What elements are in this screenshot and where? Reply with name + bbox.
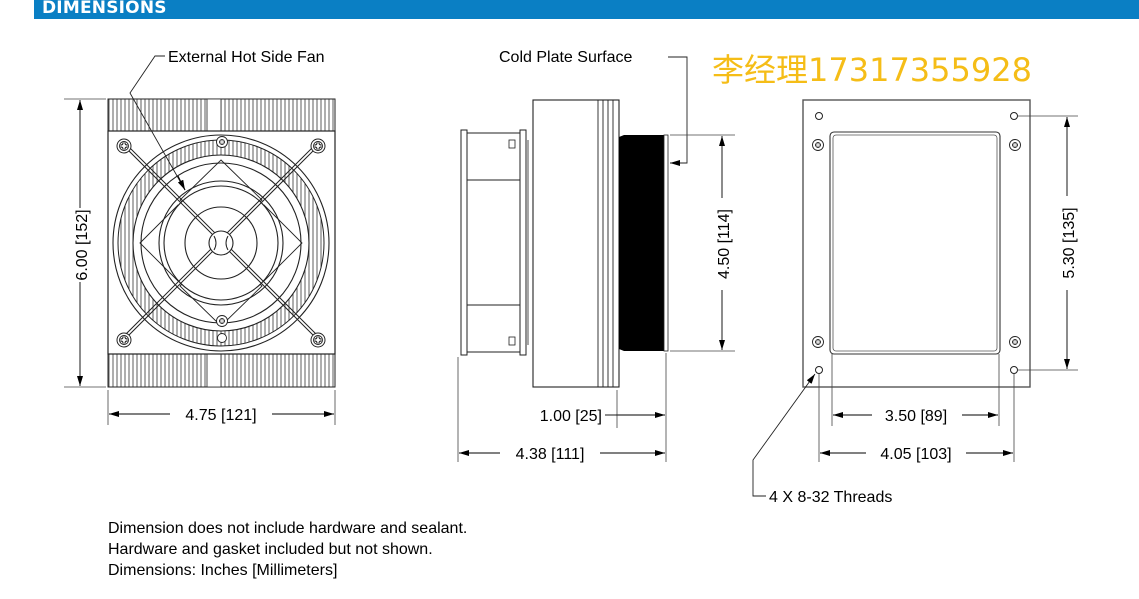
thread-hole — [1010, 112, 1018, 120]
screw-icon — [310, 332, 326, 348]
screw-icon — [812, 336, 824, 348]
screw-icon — [116, 138, 132, 154]
plate-height-dimension: 4.50 [114] — [716, 209, 733, 279]
screw-icon — [310, 138, 326, 154]
cold-plate — [619, 135, 664, 351]
hole-spacing-horizontal-dimension: 4.05 [103] — [880, 446, 951, 463]
screw-icon — [1009, 336, 1021, 348]
plate-depth-dimension: 1.00 [25] — [540, 408, 602, 425]
note-line: Hardware and gasket included but not sho… — [108, 541, 433, 558]
threads-callout-label: 4 X 8-32 Threads — [769, 489, 892, 506]
side-view: Cold Plate Surface 4.50 [114] 1.00 [25] … — [457, 49, 735, 463]
front-height-dimension: 6.00 [152] — [74, 209, 91, 280]
overall-depth-dimension: 4.38 [111] — [516, 446, 585, 463]
cold-plate-opening — [829, 131, 1001, 355]
back-view: 5.30 [135] 3.50 [89] 4.05 [103] 4 X 8-32… — [752, 99, 1078, 506]
hole-spacing-vertical-dimension: 5.30 [135] — [1061, 207, 1078, 278]
heatsink-fins-top — [107, 98, 336, 132]
note-line: Dimensions: Inches [Millimeters] — [108, 562, 338, 579]
front-width-dimension: 4.75 [121] — [185, 407, 256, 424]
front-view: External Hot Side Fan 6.00 [152] 4.75 [1… — [64, 49, 336, 425]
heatsink-body — [532, 99, 620, 388]
section-header-bar: DIMENSIONS — [34, 0, 1139, 19]
section-title: DIMENSIONS — [42, 0, 167, 18]
opening-width-dimension: 3.50 [89] — [885, 408, 947, 425]
thread-hole — [815, 366, 823, 374]
drawing-notes: Dimension does not include hardware and … — [108, 518, 467, 581]
screw-icon — [1009, 139, 1021, 151]
cold-plate-callout-label: Cold Plate Surface — [499, 49, 633, 66]
thread-hole — [1010, 366, 1018, 374]
thread-hole — [815, 112, 823, 120]
screw-icon — [216, 136, 228, 148]
note-line: Dimension does not include hardware and … — [108, 520, 468, 537]
screw-icon — [812, 139, 824, 151]
fan-callout-label: External Hot Side Fan — [168, 49, 325, 66]
heatsink-fins-bottom — [107, 353, 336, 388]
watermark-contact: 李经理17317355928 — [712, 51, 1032, 89]
screw-icon — [216, 315, 228, 327]
screw-icon — [116, 332, 132, 348]
